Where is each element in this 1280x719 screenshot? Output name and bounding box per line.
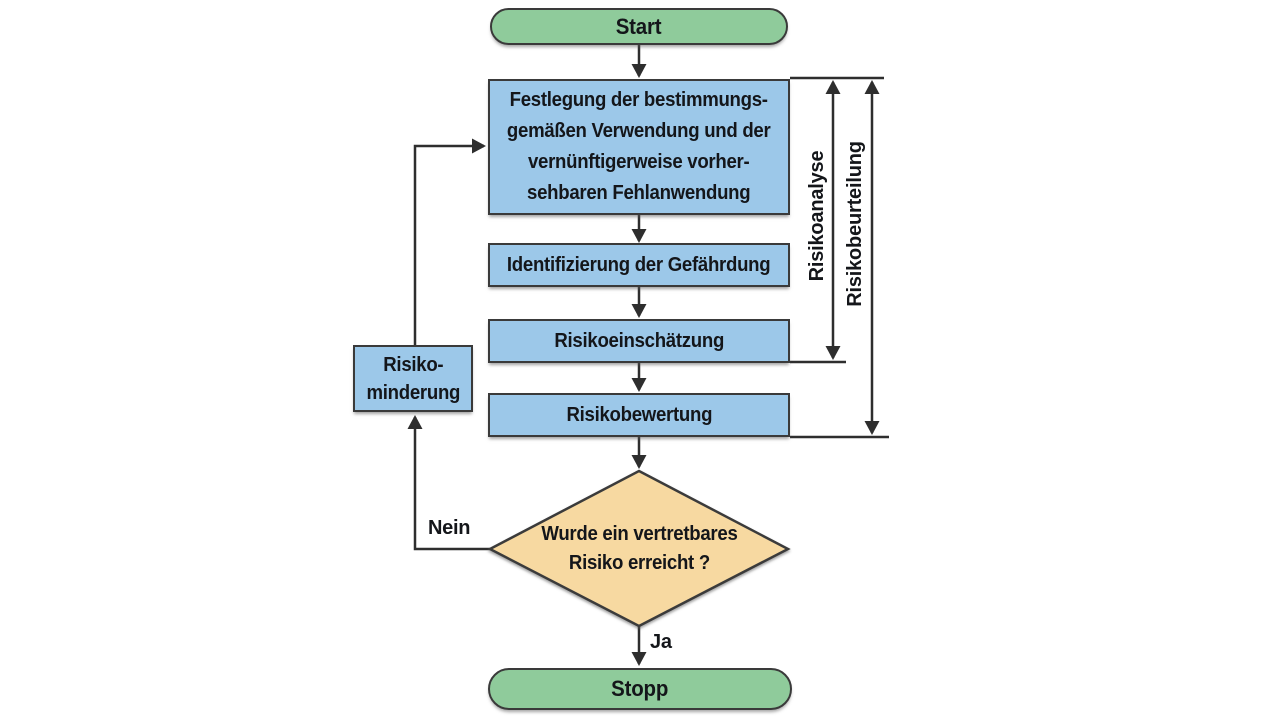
decision-question: Wurde ein vertretbares Risiko erreicht ? <box>499 518 779 580</box>
process-risk-evaluation: Risikobewertung <box>488 393 790 437</box>
process-hazard-identification-label: Identifizierung der Gefährdung <box>507 253 771 276</box>
process-risk-evaluation-label: Risikobewertung <box>566 403 712 426</box>
bracket-risk-assessment-label: Risikobeurteilung <box>844 141 866 307</box>
process-use-definition-label: Festlegung der bestimmungs- gemäßen Verw… <box>507 89 771 204</box>
process-risk-estimation: Risikoeinschätzung <box>488 319 790 363</box>
stop-node: Stopp <box>488 668 792 710</box>
process-use-definition: Festlegung der bestimmungs- gemäßen Verw… <box>488 79 790 215</box>
stop-label: Stopp <box>611 676 669 701</box>
start-node: Start <box>490 8 788 45</box>
decision-diamond <box>487 469 791 628</box>
edge-yes-label: Ja <box>650 631 672 653</box>
edge-no-label: Nein <box>428 517 471 539</box>
bracket-risk-analysis-label: Risikoanalyse <box>806 150 828 282</box>
arrow-risk-reduction-to-use-definition <box>413 138 486 345</box>
process-risk-reduction: Risiko- minderung <box>353 345 473 412</box>
process-risk-reduction-label: Risiko- minderung <box>366 353 460 404</box>
process-risk-estimation-label: Risikoeinschätzung <box>554 329 724 352</box>
decision-question-label: Wurde ein vertretbares Risiko erreicht ? <box>540 523 738 574</box>
start-label: Start <box>616 13 662 39</box>
arrow-no-to-risk-reduction <box>407 415 490 551</box>
process-hazard-identification: Identifizierung der Gefährdung <box>488 243 790 287</box>
